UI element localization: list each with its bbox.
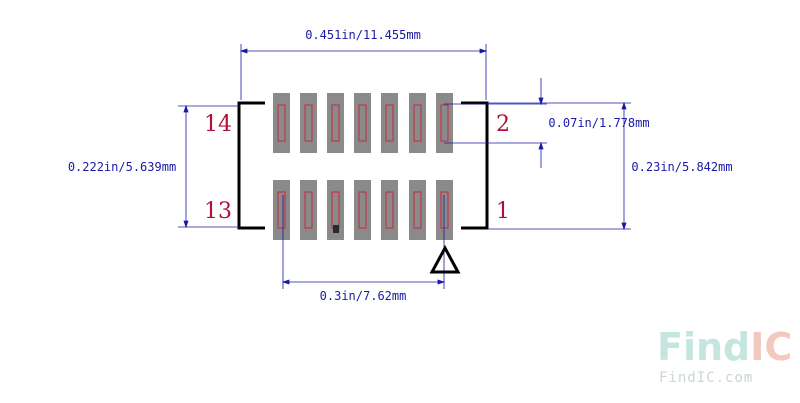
watermark-url: FindIC.com	[659, 370, 753, 386]
bottom-pad-5	[381, 180, 398, 240]
watermark-logo: FindIC	[657, 325, 792, 369]
bottom-pad-outline-1	[277, 191, 286, 229]
top-arrow-left	[239, 48, 248, 54]
bottom-pad-7	[436, 180, 453, 240]
top-pad-row	[273, 93, 453, 153]
top-pad-outline-3	[331, 104, 340, 142]
top-pad-7	[436, 93, 453, 153]
bottom-pad-6	[409, 180, 426, 240]
bottom-arrow-right	[437, 279, 446, 285]
top-pad-6	[409, 93, 426, 153]
dim-right-height: 0.23in/5.842mm	[631, 160, 732, 174]
top-pad-outline-4	[358, 104, 367, 142]
bottom-pad-outline-6	[413, 191, 422, 229]
top-pad-outline-5	[385, 104, 394, 142]
watermark: FindIC FindIC.com	[657, 325, 792, 386]
dim-left-height: 0.222in/5.639mm	[68, 160, 176, 174]
bottom-pad-outline-4	[358, 191, 367, 229]
top-pad-4	[354, 93, 371, 153]
bottom-arrow-left	[281, 279, 290, 285]
outline-left	[237, 101, 265, 230]
left-arrow-bottom	[183, 220, 189, 229]
pin-label-13: 13	[204, 199, 232, 224]
top-pad-outline-2	[304, 104, 313, 142]
bottom-pad-1	[273, 180, 290, 240]
outline-right	[461, 101, 489, 230]
top-pad-outline-7	[440, 104, 449, 142]
bottom-pad-2	[300, 180, 317, 240]
top-arrow-right	[479, 48, 488, 54]
pin-marker	[333, 225, 339, 233]
top-pad-outline-6	[413, 104, 422, 142]
bottom-pad-row	[273, 180, 453, 240]
pin-label-2: 2	[496, 112, 510, 137]
top-pad-5	[381, 93, 398, 153]
dimension-lines	[178, 44, 631, 289]
right-arrow-top	[621, 101, 627, 110]
pin1-triangle-icon	[429, 244, 461, 274]
pitch-arrow-bottom	[538, 141, 544, 150]
bottom-pad-outline-7	[440, 191, 449, 229]
body-outline	[237, 101, 489, 230]
watermark-ic: IC	[750, 325, 792, 369]
top-pad-1	[273, 93, 290, 153]
pin-label-1: 1	[496, 199, 510, 224]
top-pad-2	[300, 93, 317, 153]
top-pad-3	[327, 93, 344, 153]
top-pad-outline-1	[277, 104, 286, 142]
dim-top-width: 0.451in/11.455mm	[305, 28, 421, 42]
dim-pitch: 0.07in/1.778mm	[548, 116, 649, 130]
bottom-pad-outline-2	[304, 191, 313, 229]
bottom-pad-outline-5	[385, 191, 394, 229]
bottom-pad-3	[327, 180, 344, 240]
left-arrow-top	[183, 104, 189, 113]
pin-label-14: 14	[204, 112, 232, 137]
dim-bottom-width: 0.3in/7.62mm	[320, 289, 407, 303]
right-arrow-bottom	[621, 222, 627, 231]
bottom-pad-4	[354, 180, 371, 240]
pitch-arrow-top	[538, 97, 544, 106]
watermark-find: Find	[657, 325, 750, 369]
